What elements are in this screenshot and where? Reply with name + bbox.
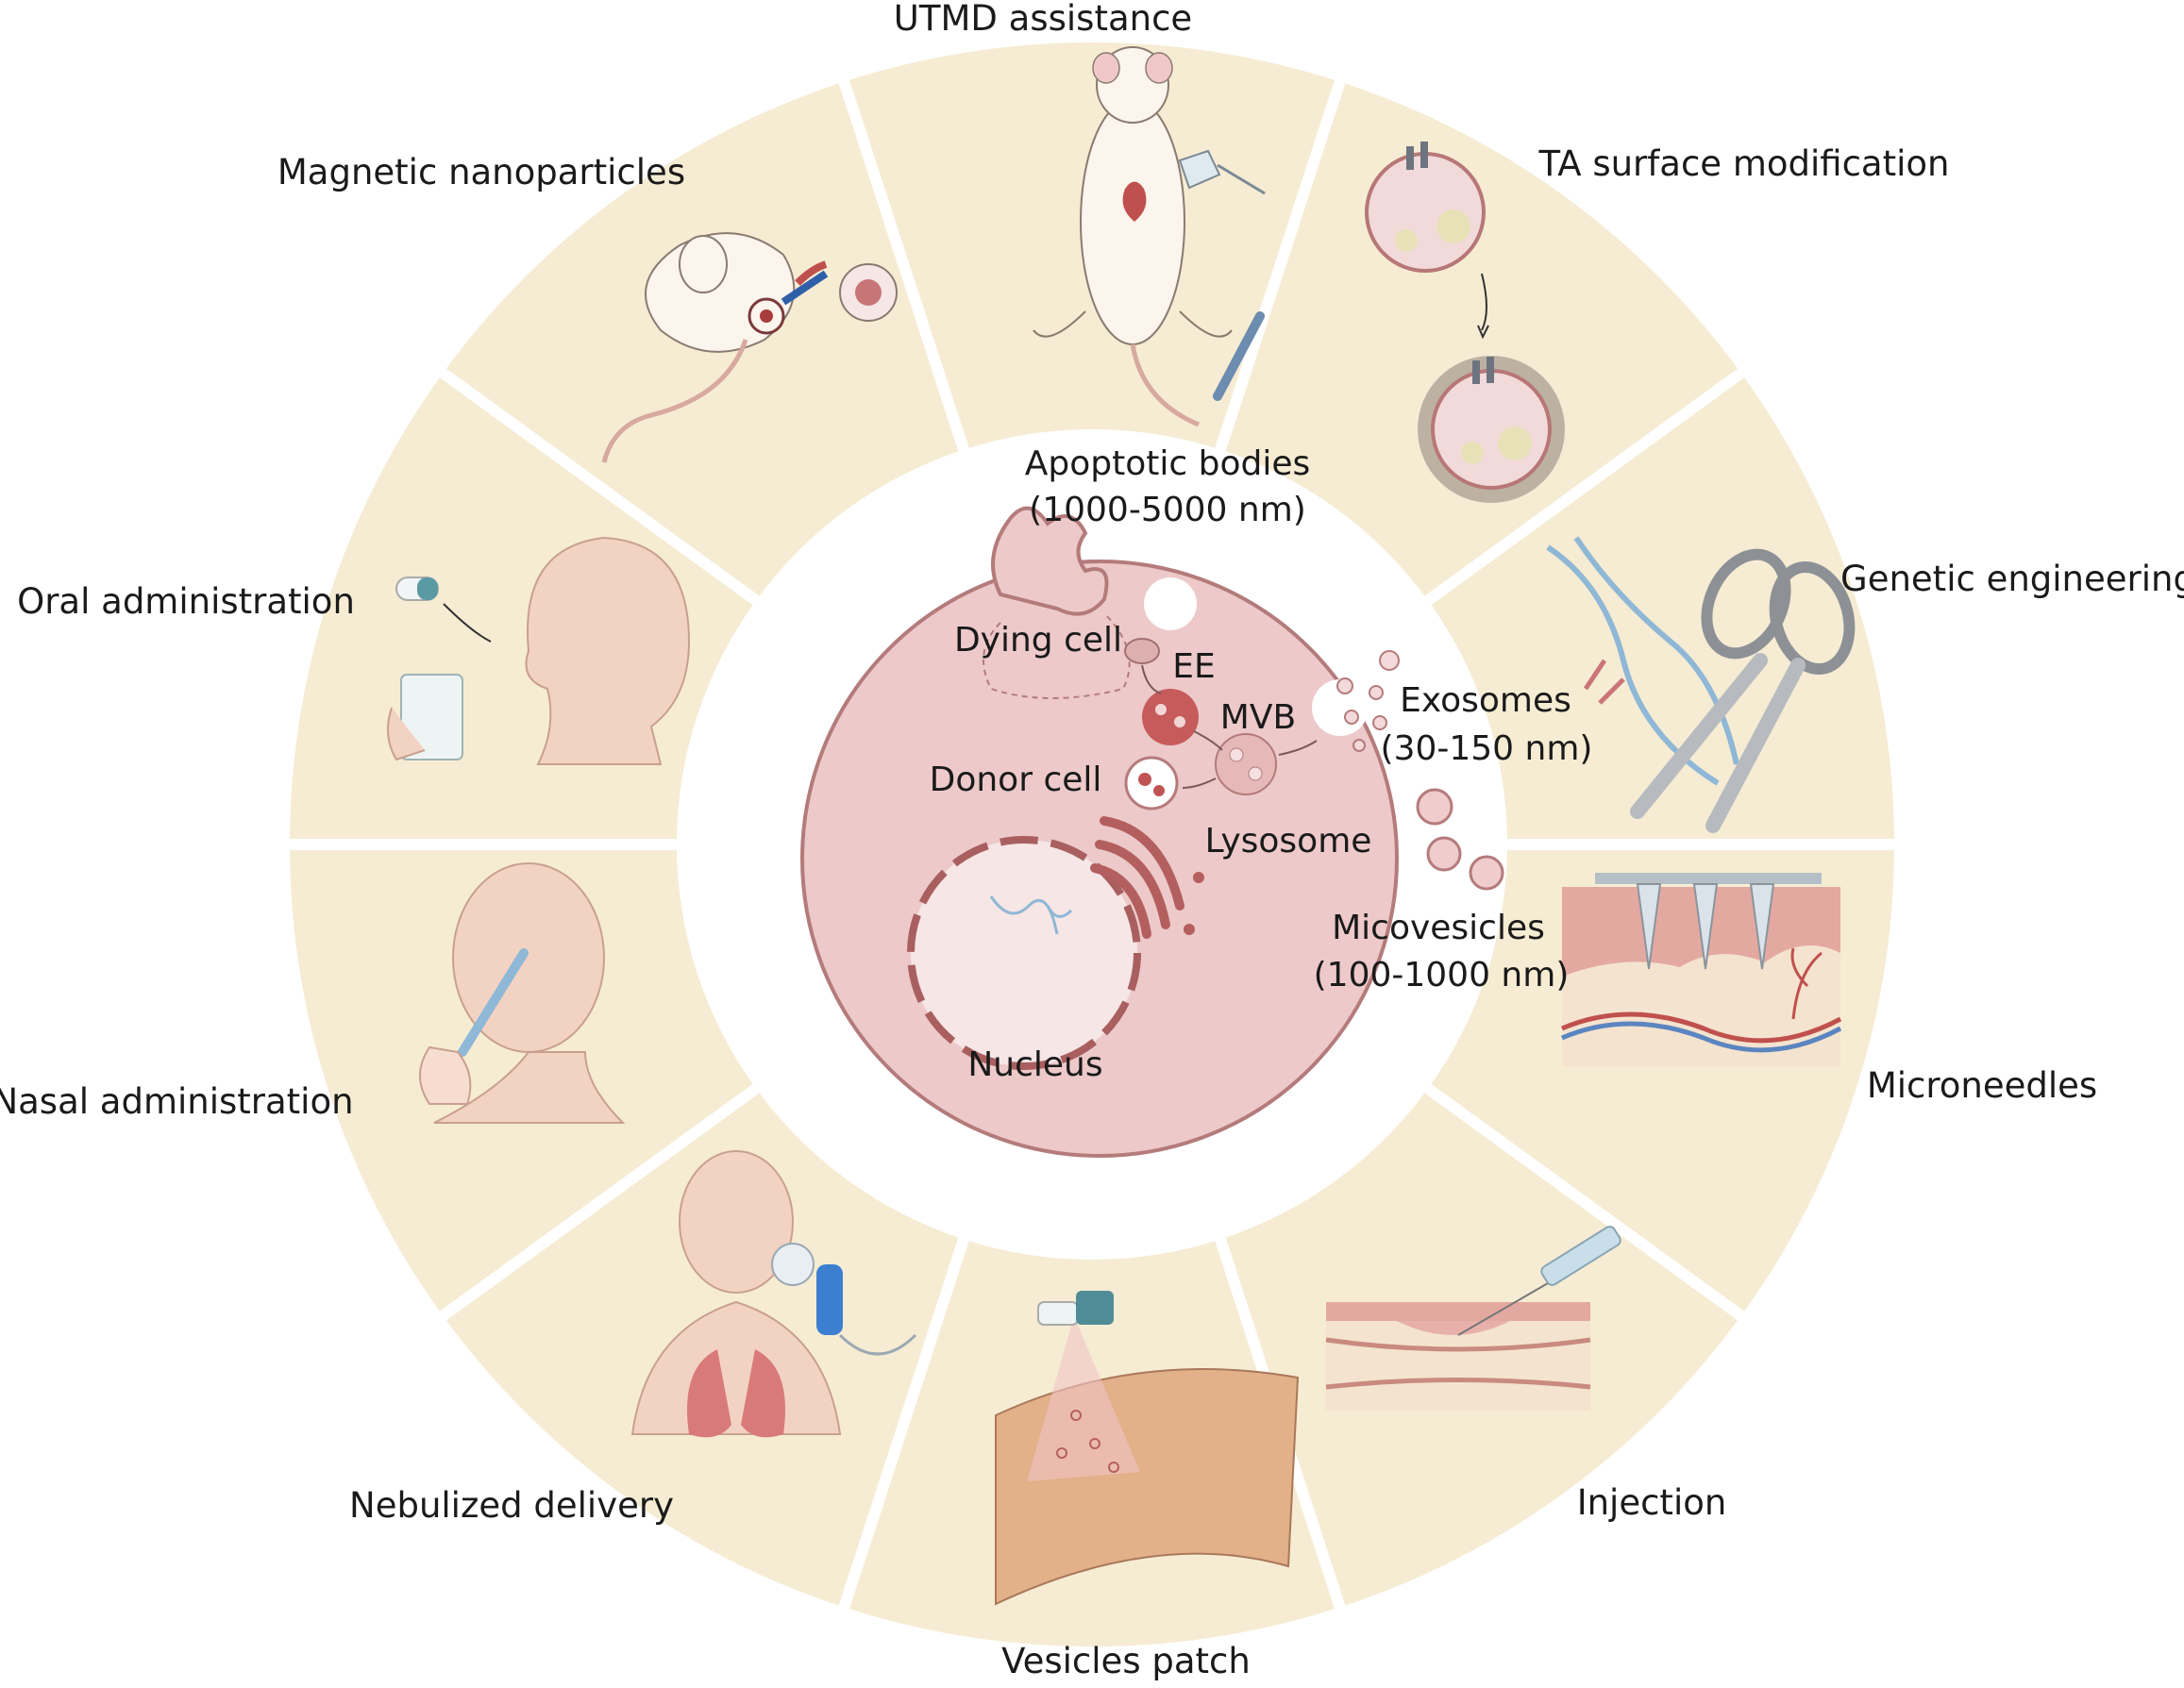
golgi-icon xyxy=(1090,816,1204,939)
label-lysosome: Lysosome xyxy=(1205,822,1372,861)
ring-segment-ta-surface-modification xyxy=(1219,81,1741,601)
ee-to-mvb-arrow-2 xyxy=(1193,730,1223,751)
nasal-spray-icon xyxy=(419,862,626,1124)
label-nucleus: Nucleus xyxy=(967,1045,1102,1084)
mvb-to-lysosome-arrow xyxy=(1182,777,1217,789)
nebulizer-lungs-icon xyxy=(630,1150,917,1438)
label-utmd-assistance: UTMD assistance xyxy=(894,0,1192,39)
microneedle-skin-icon xyxy=(1561,873,1842,1066)
label-exosomes-size: (30-150 nm) xyxy=(1381,729,1593,768)
label-nasal-administration: Nasal administration xyxy=(0,1081,354,1122)
label-vesicles-patch: Vesicles patch xyxy=(1001,1641,1251,1681)
segment-separator xyxy=(435,1080,764,1324)
segment-separator xyxy=(837,1232,971,1614)
label-ee: EE xyxy=(1172,647,1216,686)
dna-scissors-icon xyxy=(1546,536,1856,833)
label-genetic-engineering: Genetic engineering xyxy=(1840,559,2184,599)
label-microneedles: Microneedles xyxy=(1867,1065,2097,1106)
segment-separator xyxy=(1420,365,1749,609)
label-microvesicles: Micovesicles xyxy=(1332,909,1545,947)
label-mvb: MVB xyxy=(1220,698,1296,737)
pill-drinking-icon xyxy=(387,536,691,765)
segment-separator xyxy=(837,75,971,457)
mvb-vesicle xyxy=(1215,733,1277,795)
segment-separator xyxy=(435,365,764,609)
label-magnetic-nanoparticles: Magnetic nanoparticles xyxy=(277,152,685,192)
label-ta-surface-modification: TA surface modification xyxy=(1538,143,1950,184)
segment-separator xyxy=(1420,1080,1749,1324)
label-exosomes: Exosomes xyxy=(1400,681,1571,720)
label-microvesicles-size: (100-1000 nm) xyxy=(1314,956,1570,994)
early-endosome xyxy=(1124,638,1160,664)
exosome-particles xyxy=(1336,650,1400,752)
label-donor-cell: Donor cell xyxy=(930,760,1102,799)
label-apoptotic-size: (1000-5000 nm) xyxy=(1029,491,1306,529)
mouse-magnet-icon xyxy=(601,232,898,463)
ee-vesicle xyxy=(1142,689,1199,745)
syringe-tissue-icon xyxy=(1325,1226,1621,1411)
mvb-to-membrane-arrow xyxy=(1278,740,1318,756)
segment-separator xyxy=(1213,75,1347,457)
nucleus-icon xyxy=(907,836,1141,1070)
label-injection: Injection xyxy=(1577,1482,1727,1523)
label-oral-administration: Oral administration xyxy=(17,581,355,622)
label-dying-cell: Dying cell xyxy=(954,621,1122,660)
spray-patch-icon xyxy=(995,1291,1300,1606)
microvesicle-particles xyxy=(1416,788,1504,891)
label-nebulized-delivery: Nebulized delivery xyxy=(349,1485,674,1526)
lysosome-vesicle xyxy=(1124,756,1179,811)
ee-to-mvb-arrow xyxy=(1141,664,1162,694)
ring-segment-genetic-engineering xyxy=(1427,373,1894,844)
mouse-ultrasound-icon xyxy=(1033,46,1266,427)
label-apoptotic-bodies: Apoptotic bodies xyxy=(1025,444,1310,483)
modified-vesicle-icon xyxy=(1365,142,1565,503)
